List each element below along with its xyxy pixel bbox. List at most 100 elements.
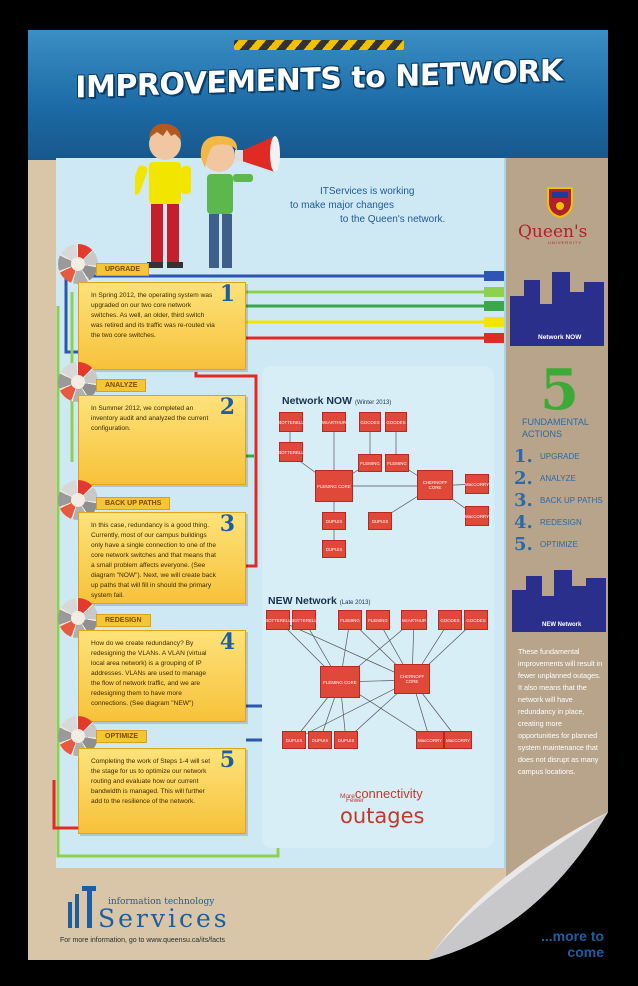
network-now-label: Network NOW xyxy=(538,334,582,341)
step-card-4: 4 How do we create redundancy? By redesi… xyxy=(78,629,246,722)
step-wheel-icon xyxy=(58,244,98,284)
node-maccorry: MacCORRY xyxy=(465,506,489,526)
action-label: REDESIGN xyxy=(540,518,582,527)
step-number: 2 xyxy=(219,394,235,420)
action-label: UPGRADE xyxy=(540,452,580,461)
action-num: 3. xyxy=(514,490,533,511)
action-label: ANALYZE xyxy=(540,474,576,483)
node-botterell: BOTTERELL xyxy=(278,442,304,462)
footer-link-text[interactable]: For more information, go to www.queensu.… xyxy=(60,937,225,944)
action-num: 1. xyxy=(514,446,533,467)
more-to-come-line-2: come xyxy=(567,944,604,960)
city-new-icon xyxy=(512,570,606,632)
more-label: More xyxy=(340,793,355,800)
node-botterell: BOTTERELL xyxy=(265,610,291,630)
node-botterell: BOTTERELL xyxy=(278,412,304,432)
node-goodes: GOODES xyxy=(464,610,488,630)
woman-with-megaphone-illustration xyxy=(200,136,280,268)
diagram-now-subtitle: (Winter 2013) xyxy=(354,400,392,406)
step-tag: REDESIGN xyxy=(96,614,151,627)
step-text: In Summer 2012, we completed an inventor… xyxy=(91,405,209,432)
action-num: 5. xyxy=(514,534,533,555)
intro-line-2: to make major changes xyxy=(290,200,394,211)
action-item: 4.REDESIGN xyxy=(514,512,582,533)
intro-line-3: to the Queen's network. xyxy=(340,214,446,225)
action-item: 5. OPTIMIZE xyxy=(514,534,578,555)
step-text: In Spring 2012, the operating system was… xyxy=(91,292,215,339)
diagram-now-title: Network NOW (Winter 2013) xyxy=(282,395,391,407)
node-dupuis: DUPUIS xyxy=(368,512,392,530)
five-number: 5 xyxy=(540,357,579,423)
more-to-come-line-1: ...more to xyxy=(540,928,604,944)
node-botterell: BOTTERELL xyxy=(291,610,317,630)
step-text: How do we create redundancy? By redesign… xyxy=(91,640,207,707)
side-summary-text: These fundamental improvements will resu… xyxy=(518,647,603,776)
node-mcarthur: McARTHUR xyxy=(322,412,346,432)
step-card-1: 1 In Spring 2012, the operating system w… xyxy=(78,281,246,370)
fewer-label: Fewer xyxy=(346,797,365,804)
node-goodes: GOODES xyxy=(385,412,407,432)
step-card-3: 3 In this case, redundancy is a good thi… xyxy=(78,511,246,604)
action-num: 2. xyxy=(514,468,533,489)
new-network-label: NEW Network xyxy=(542,622,582,628)
diagram-new-title: NEW Network (Late 2013) xyxy=(268,595,370,607)
diagram-new-title-text: NEW Network xyxy=(268,595,337,607)
node-fleming-core: FLEMING CORE xyxy=(320,666,360,698)
queens-crest-icon xyxy=(547,187,573,218)
hazard-stripe xyxy=(234,40,404,50)
action-label: BACK UP PATHS xyxy=(540,496,603,505)
diagram-new-subtitle: (Late 2013) xyxy=(339,600,371,606)
action-item: 2. ANALYZE xyxy=(514,468,576,489)
queens-logo-text: Queen's xyxy=(518,222,588,242)
node-chernoff-core: CHERNOFF CORE xyxy=(394,664,430,694)
step-tag: ANALYZE xyxy=(96,379,147,392)
node-goodes: GOODES xyxy=(359,412,381,432)
node-fleming: FLEMING xyxy=(338,610,362,630)
node-mcarthur: McARTHUR xyxy=(401,610,427,630)
intro-line-1: ITServices is working xyxy=(320,186,415,197)
step-text: In this case, redundancy is a good thing… xyxy=(91,522,217,599)
outages-label: outages xyxy=(340,804,425,828)
its-logo-icon xyxy=(68,886,96,928)
more-connectivity-text: Moreconnectivity xyxy=(340,786,423,801)
action-label: OPTIMIZE xyxy=(540,540,578,549)
node-fleming: FLEMING xyxy=(366,610,390,630)
step-number: 3 xyxy=(219,511,235,537)
city-now-icon xyxy=(510,272,604,346)
node-maccorry: MacCORRY xyxy=(416,731,444,749)
its-tagline: information technology xyxy=(108,897,215,907)
step-tag: UPGRADE xyxy=(96,263,150,276)
action-item: 1. UPGRADE xyxy=(514,446,580,467)
step-number: 5 xyxy=(219,747,235,773)
man-illustration xyxy=(135,123,191,268)
intro-text: ITServices is working to make major chan… xyxy=(290,185,480,227)
title-banner xyxy=(28,30,608,160)
more-to-come-text: ...more to come xyxy=(526,928,604,960)
page-curl-graphic xyxy=(428,812,608,960)
step-text: Completing the work of Steps 1-4 will se… xyxy=(91,758,211,805)
fundamental-actions-heading: FUNDAMENTAL ACTIONS xyxy=(522,416,589,440)
step-card-5: 5 Completing the work of Steps 1-4 will … xyxy=(78,747,246,834)
node-fleming-core: FLEMING CORE xyxy=(315,470,353,502)
step-tag: OPTIMIZE xyxy=(96,730,148,743)
node-maccorry: MacCORRY xyxy=(465,474,489,494)
fundamental-line-1: FUNDAMENTAL xyxy=(522,417,589,427)
diagram-now-title-text: Network NOW xyxy=(282,395,353,407)
node-maccorry: MacCORRY xyxy=(444,731,472,749)
its-wordmark: Services xyxy=(98,904,230,933)
node-fleming: FLEMING xyxy=(385,454,409,472)
step-number: 1 xyxy=(219,281,235,307)
step-tag: BACK UP PATHS xyxy=(96,497,171,510)
node-dupuis: DUPUIS xyxy=(334,731,358,749)
node-dupuis: DUPUIS xyxy=(308,731,332,749)
step-number: 4 xyxy=(219,629,235,655)
step-card-2: 2 In Summer 2012, we completed an invent… xyxy=(78,394,246,485)
fundamental-line-2: ACTIONS xyxy=(522,429,563,439)
node-chernoff-core: CHERNOFF CORE xyxy=(417,470,453,500)
action-item: 3. BACK UP PATHS xyxy=(514,490,603,511)
node-fleming: FLEMING xyxy=(358,454,382,472)
node-dupuis: DUPUIS xyxy=(322,512,346,530)
queens-logo-sub: UNIVERSITY xyxy=(548,240,583,245)
connectivity-label: connectivity xyxy=(354,786,423,801)
